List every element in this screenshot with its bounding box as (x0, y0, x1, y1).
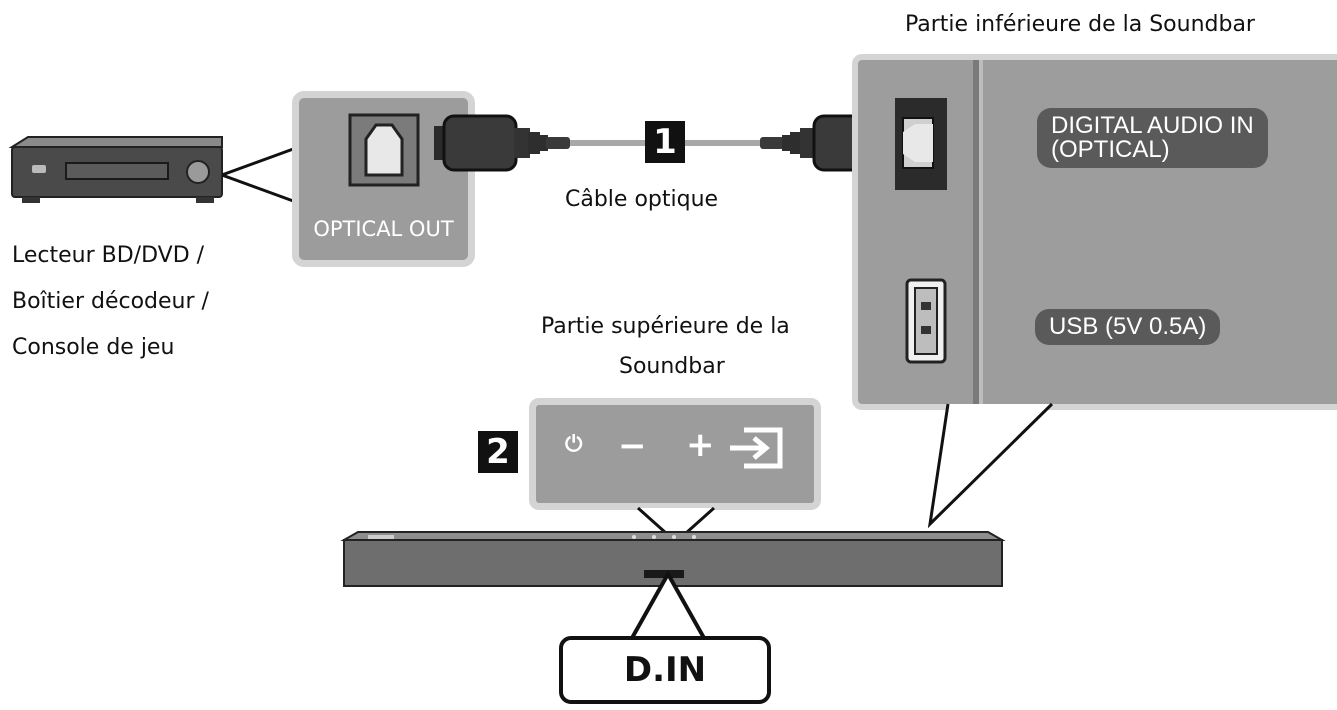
source-device-line-3: Console de jeu (12, 335, 175, 360)
soundbar-top-panel (529, 398, 821, 510)
device-callout-pointer (222, 145, 298, 205)
source-device-line-2: Boîtier décodeur / (12, 289, 209, 314)
panel-divider (973, 60, 983, 406)
digital-audio-in-label: DIGITAL AUDIO IN (OPTICAL) (1037, 108, 1268, 168)
din-callout-pointer (630, 570, 706, 639)
dvd-player-icon (8, 136, 223, 203)
source-input-icon[interactable] (728, 426, 784, 470)
bottom-panel-callout-pointer (927, 402, 1054, 529)
soundbar-illustration (340, 531, 1006, 587)
source-device-line-1: Lecteur BD/DVD / (12, 243, 205, 268)
optical-out-label: OPTICAL OUT (313, 217, 454, 241)
usb-port-icon (905, 278, 947, 364)
usb-label: USB (5V 0.5A) (1035, 309, 1221, 345)
step-2-badge: 2 (478, 431, 518, 473)
step-1-badge: 1 (645, 121, 685, 163)
power-button-icon[interactable]: ⏻ (565, 432, 583, 457)
digital-audio-in-line-1: DIGITAL AUDIO IN (1051, 112, 1254, 139)
bottom-panel-title: Partie inférieure de la Soundbar (905, 12, 1255, 37)
optical-out-port-icon (348, 113, 420, 187)
din-port-label: D.IN (559, 636, 771, 704)
optical-cable-label: Câble optique (565, 187, 719, 212)
volume-down-button[interactable]: − (618, 426, 647, 466)
top-panel-title-line-2: Soundbar (619, 354, 725, 379)
digital-audio-in-line-2: (OPTICAL) (1051, 136, 1170, 163)
volume-up-button[interactable]: + (686, 425, 715, 465)
top-panel-title-line-1: Partie supérieure de la (541, 314, 790, 339)
digital-audio-in-port-icon (895, 98, 947, 190)
